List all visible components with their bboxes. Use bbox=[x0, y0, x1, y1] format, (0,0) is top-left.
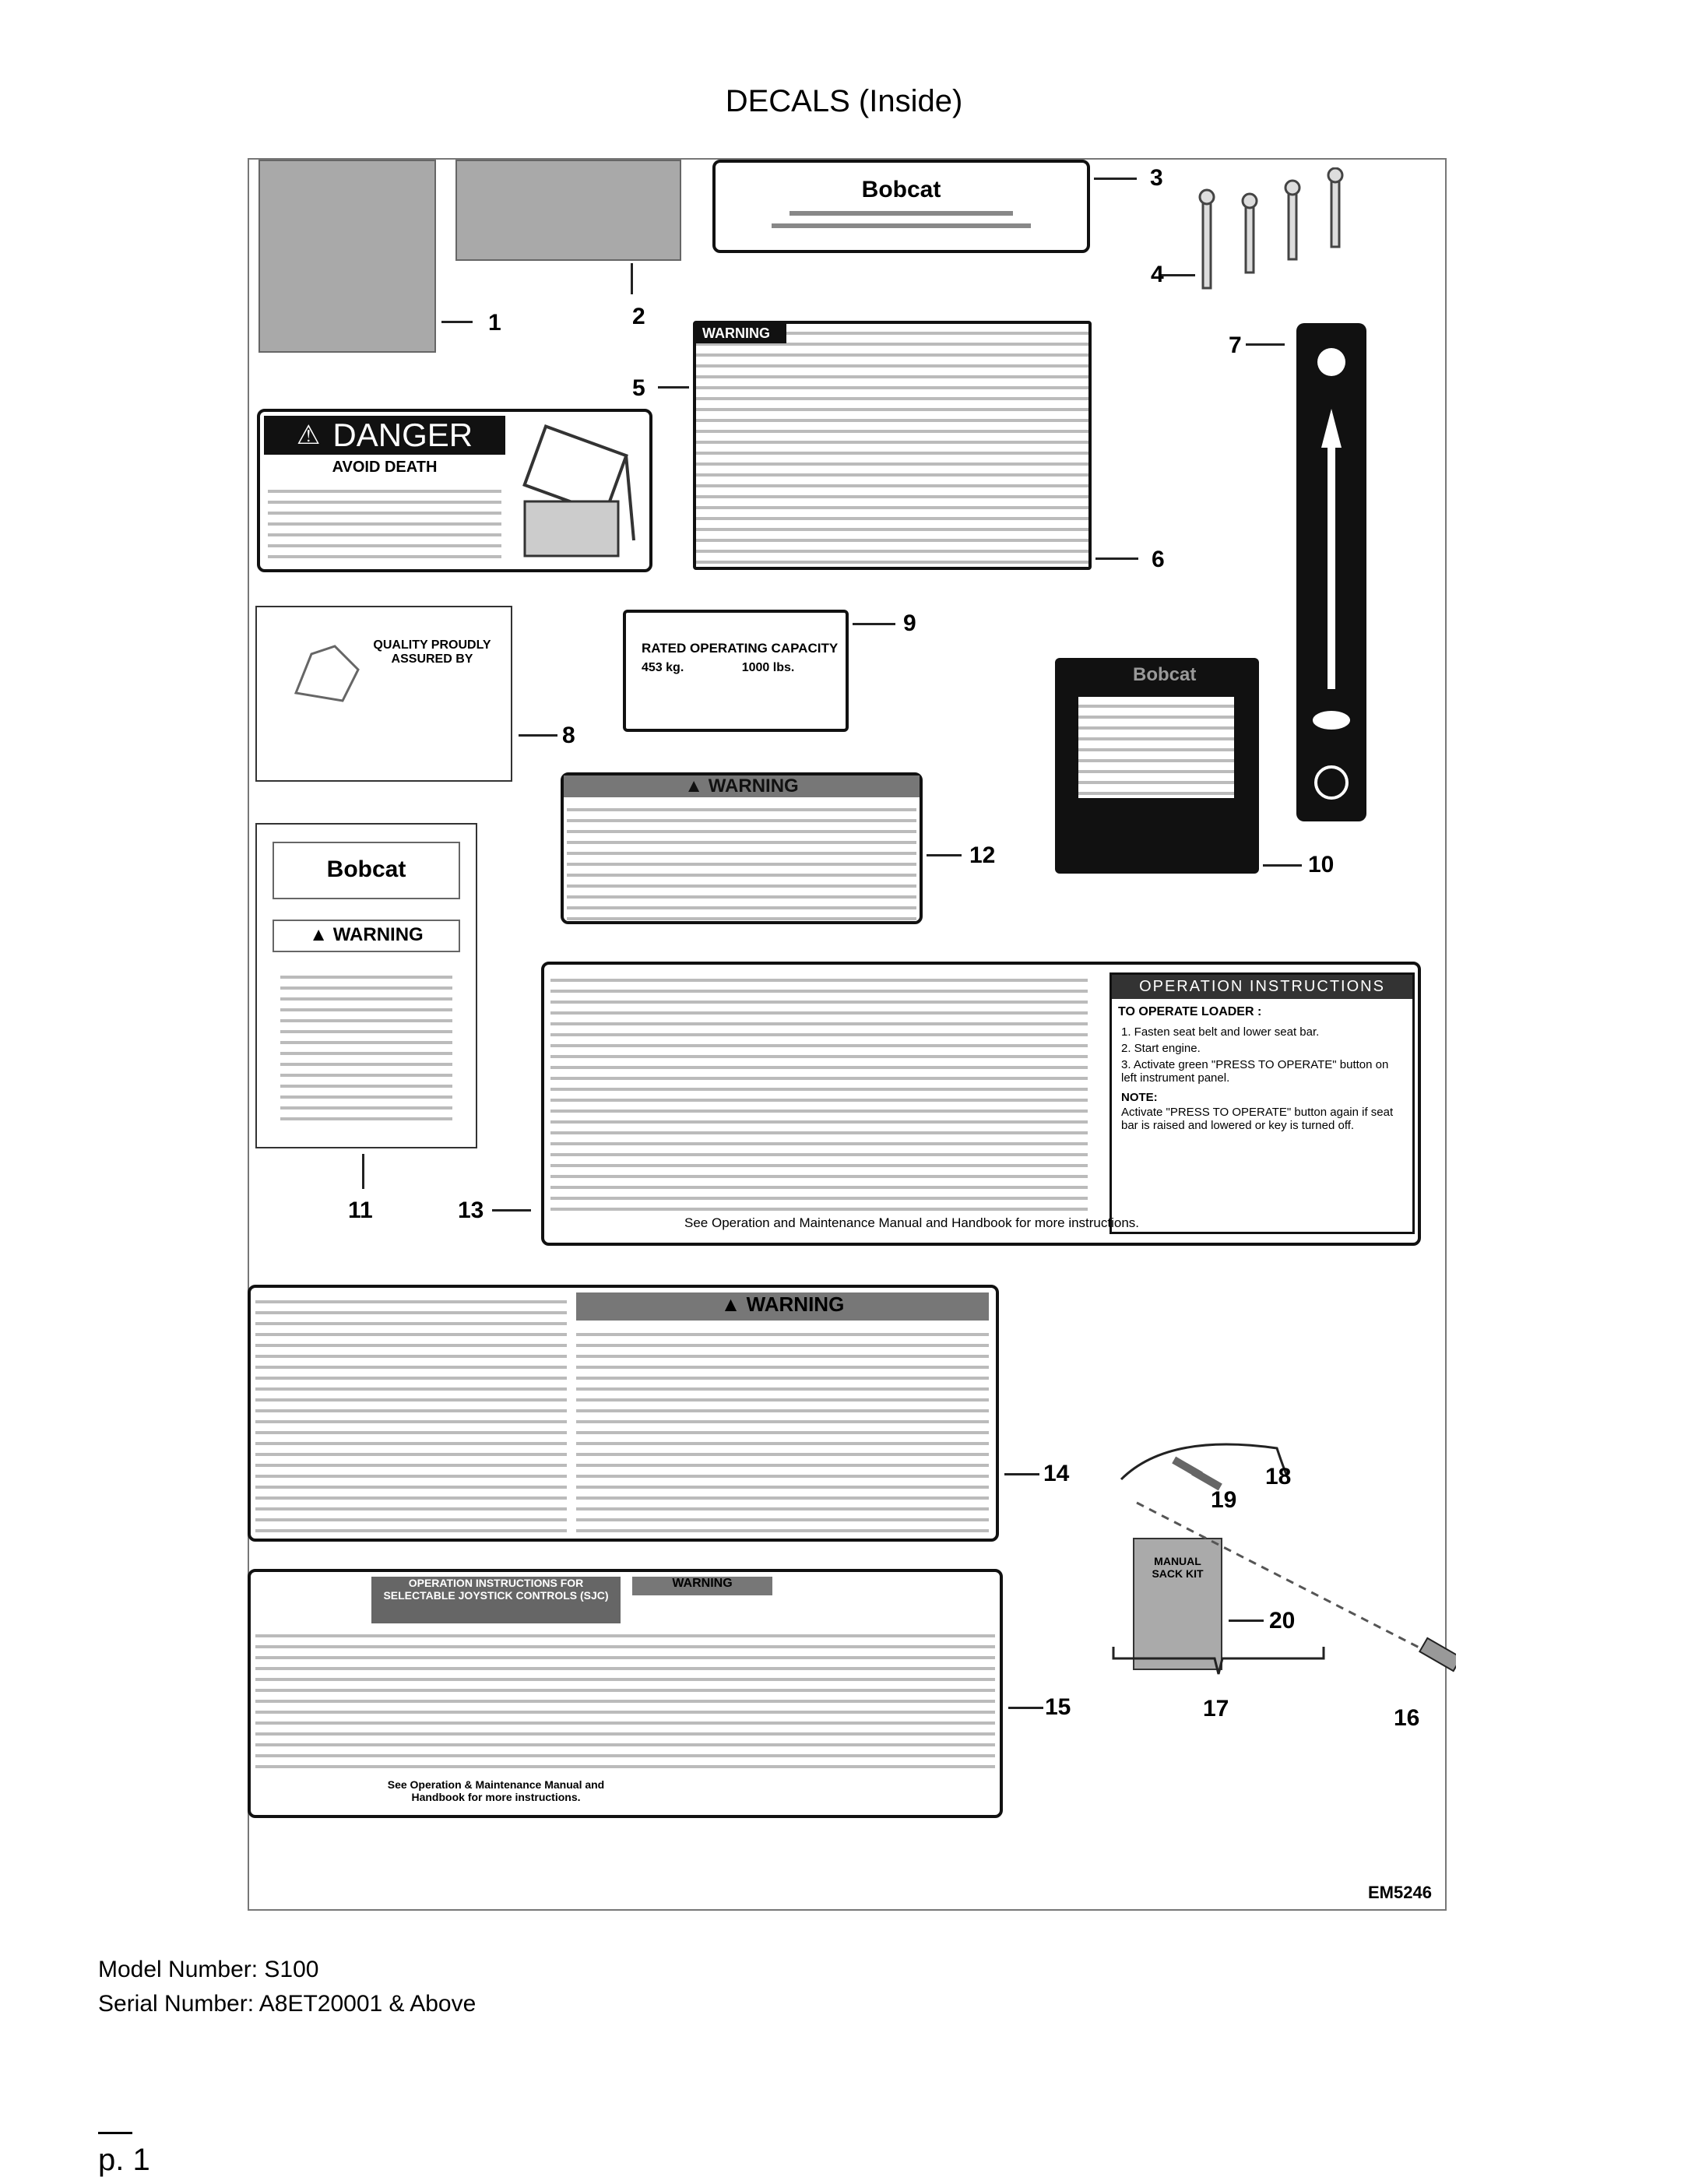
capacity-lbs: 1000 lbs. bbox=[741, 661, 795, 674]
bracket-icon bbox=[1112, 1647, 1325, 1675]
decal-9-rated-capacity: RATED OPERATING CAPACITY 453 kg. 1000 lb… bbox=[623, 610, 849, 732]
step-1: 1. Fasten seat belt and lower seat bar. bbox=[1121, 1025, 1320, 1039]
warning-header: WARNING bbox=[696, 324, 786, 343]
callout-17: 17 bbox=[1203, 1696, 1229, 1722]
note-text: Activate "PRESS TO OPERATE" button again… bbox=[1121, 1106, 1394, 1132]
danger-header: DANGER bbox=[332, 417, 473, 453]
decal-1 bbox=[258, 160, 436, 353]
decal-danger: ⚠ DANGER AVOID DEATH bbox=[257, 409, 652, 572]
decal-20-manual-cover: MANUAL SACK KIT bbox=[1133, 1538, 1222, 1670]
callout-15: 15 bbox=[1045, 1694, 1071, 1720]
sjc-manual-text: See Operation & Maintenance Manual and H… bbox=[387, 1778, 605, 1803]
decal-5-6-warning-lubrication: WARNING bbox=[693, 321, 1092, 570]
page-number: p. 1 bbox=[98, 2143, 150, 2177]
note-label: NOTE: bbox=[1121, 1091, 1158, 1104]
plate-bobcat-text: Bobcat bbox=[1133, 664, 1197, 685]
decal-11-manual: Bobcat ▲ WARNING bbox=[255, 823, 477, 1148]
bobcat-logo-icon bbox=[294, 645, 360, 702]
warning-header: WARNING bbox=[708, 775, 799, 797]
warning-triangle-icon: ⚠ bbox=[296, 420, 321, 450]
decal-7-speed bbox=[1296, 323, 1366, 821]
rated-capacity-text: RATED OPERATING CAPACITY bbox=[642, 641, 839, 656]
sjc-warning: WARNING bbox=[632, 1577, 772, 1595]
sjc-title: OPERATION INSTRUCTIONS FOR SELECTABLE JO… bbox=[371, 1577, 621, 1623]
callout-12: 12 bbox=[969, 842, 996, 868]
callout-6: 6 bbox=[1152, 547, 1165, 572]
pin-icon bbox=[1198, 167, 1344, 290]
callout-3: 3 bbox=[1150, 165, 1163, 191]
capacity-kg: 453 kg. bbox=[642, 661, 684, 674]
to-operate-text: TO OPERATE LOADER : bbox=[1118, 1005, 1262, 1018]
cable-lanyard-icon bbox=[1120, 1443, 1456, 1672]
callout-10: 10 bbox=[1308, 852, 1335, 877]
manual-bobcat-logo: Bobcat bbox=[273, 842, 460, 899]
loader-arm-icon bbox=[522, 424, 635, 557]
decal-12-warning: ▲ WARNING bbox=[561, 772, 923, 924]
callout-13: 13 bbox=[458, 1198, 484, 1223]
model-number: Model Number: S100 bbox=[98, 1957, 319, 1982]
warning-triangle-icon: ▲ bbox=[684, 775, 704, 797]
avoid-death-text: AVOID DEATH bbox=[332, 459, 438, 476]
callout-5: 5 bbox=[632, 375, 645, 401]
see-manual-text: See Operation and Maintenance Manual and… bbox=[684, 1215, 1140, 1230]
pins-illustration bbox=[1183, 167, 1355, 292]
callout-20: 20 bbox=[1269, 1608, 1296, 1634]
callout-14: 14 bbox=[1043, 1461, 1070, 1486]
decal-8-quality: QUALITY PROUDLY ASSURED BY bbox=[255, 606, 512, 782]
figure-id: EM5246 bbox=[1368, 1883, 1432, 1902]
decal-3-replacement-parts: Bobcat bbox=[712, 160, 1090, 253]
callout-2: 2 bbox=[632, 304, 645, 329]
speed-arrow-icon bbox=[1313, 348, 1350, 800]
decal-15-sjc: OPERATION INSTRUCTIONS FOR SELECTABLE JO… bbox=[248, 1569, 1003, 1818]
page-title: DECALS (Inside) bbox=[725, 84, 963, 118]
callout-18: 18 bbox=[1265, 1464, 1292, 1489]
callout-16: 16 bbox=[1394, 1705, 1420, 1731]
callout-8: 8 bbox=[562, 723, 575, 748]
bobcat-logo-text: Bobcat bbox=[861, 177, 941, 202]
warning-header: WARNING bbox=[746, 1292, 845, 1316]
decal-diagram-frame bbox=[248, 158, 1447, 1911]
step-2: 2. Start engine. bbox=[1121, 1042, 1201, 1055]
callout-11: 11 bbox=[348, 1198, 373, 1223]
page-divider bbox=[98, 2132, 132, 2134]
step-3: 3. Activate green "PRESS TO OPERATE" but… bbox=[1121, 1058, 1389, 1085]
decal-14-joystick-warning: ▲ WARNING bbox=[248, 1285, 999, 1542]
decal-2 bbox=[455, 160, 681, 261]
callout-19: 19 bbox=[1211, 1487, 1237, 1513]
manual-warning: WARNING bbox=[332, 924, 424, 945]
callout-7: 7 bbox=[1229, 332, 1242, 358]
serial-number: Serial Number: A8ET20001 & Above bbox=[98, 1991, 477, 2017]
callout-1: 1 bbox=[488, 310, 501, 336]
warning-triangle-icon: ▲ bbox=[309, 924, 329, 945]
callout-9: 9 bbox=[903, 610, 916, 636]
callout-4: 4 bbox=[1151, 262, 1164, 287]
warning-triangle-icon: ▲ bbox=[720, 1292, 741, 1316]
manual-cover-text: MANUAL SACK KIT bbox=[1152, 1555, 1204, 1580]
decal-10-serial-plate: Bobcat bbox=[1055, 658, 1259, 874]
quality-text: QUALITY PROUDLY ASSURED BY bbox=[373, 638, 491, 666]
op-instructions-header: OPERATION INSTRUCTIONS bbox=[1112, 975, 1412, 999]
decal-13-operation-instructions: OPERATION INSTRUCTIONS TO OPERATE LOADER… bbox=[541, 962, 1421, 1246]
